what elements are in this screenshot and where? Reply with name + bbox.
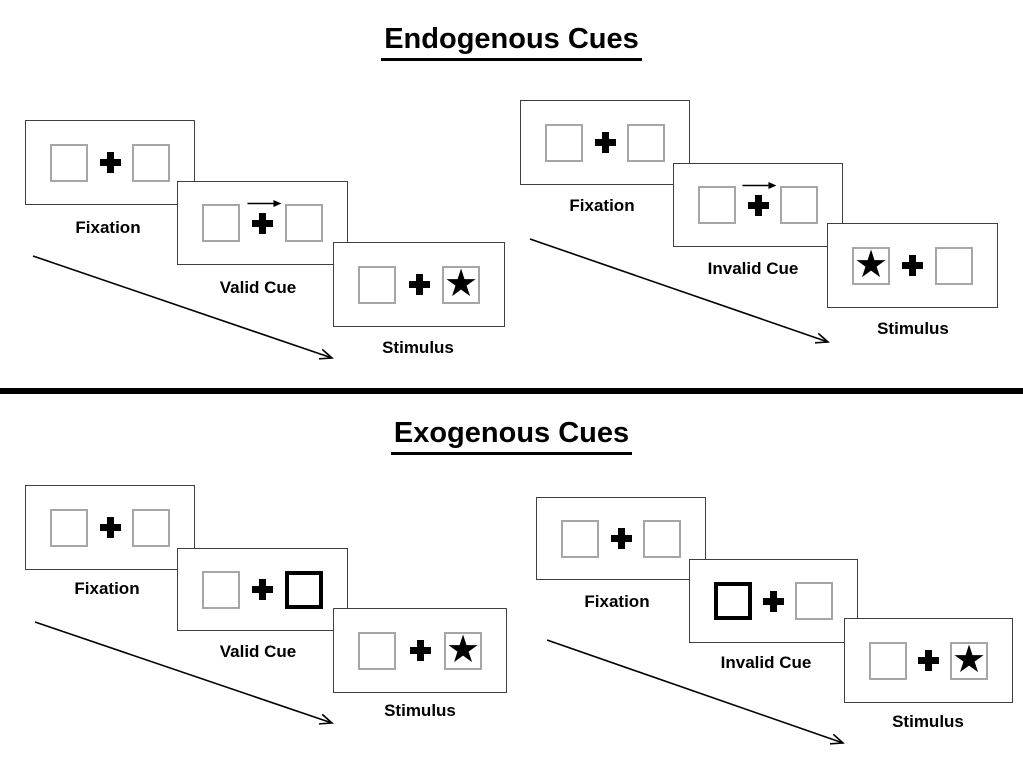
time-arrow — [34, 621, 334, 725]
cue-frame — [673, 163, 843, 247]
section-title-text: Exogenous Cues — [390, 416, 633, 455]
right-placeholder-box — [795, 582, 833, 620]
section-title-endogenous: Endogenous Cues — [0, 22, 1023, 61]
fixation-frame — [536, 497, 706, 580]
frame-label: Valid Cue — [219, 642, 297, 661]
frame-label: Fixation — [584, 592, 650, 611]
section-title-exogenous: Exogenous Cues — [0, 416, 1023, 455]
fixation-frame — [25, 485, 195, 570]
time-arrow — [32, 255, 334, 360]
frame-label: Invalid Cue — [720, 653, 812, 672]
left-placeholder-box — [561, 519, 599, 558]
right-placeholder-box — [132, 508, 170, 547]
left-placeholder-box — [869, 641, 907, 680]
fixation-cross-icon — [902, 255, 923, 276]
fixation-cross-icon — [252, 579, 273, 600]
frame-label: Stimulus — [382, 338, 454, 357]
cue-frame — [177, 181, 348, 265]
star-icon: ★ — [951, 638, 987, 681]
right-placeholder-box — [935, 246, 973, 285]
fixation-cross-icon — [747, 194, 769, 216]
right-placeholder-box — [780, 186, 818, 224]
frame-label: Stimulus — [877, 319, 949, 338]
cue-center-group — [742, 181, 777, 216]
left-placeholder-box — [358, 265, 396, 304]
right-placeholder-box — [285, 204, 323, 242]
cue-center-group — [246, 199, 281, 234]
fixation-cross-icon — [409, 640, 431, 661]
time-arrow — [546, 639, 845, 745]
star-icon: ★ — [443, 262, 479, 305]
frame-label: Stimulus — [384, 701, 456, 720]
fixation-cross-icon — [408, 274, 430, 295]
target-star-box: ★ — [442, 262, 480, 305]
left-placeholder-box — [50, 508, 88, 547]
frame-label: Stimulus — [892, 712, 964, 731]
star-icon: ★ — [853, 243, 889, 286]
fixation-cross-icon — [252, 212, 273, 234]
frame-label: Valid Cue — [219, 278, 297, 297]
left-placeholder-box — [545, 123, 583, 162]
cue-highlight-box — [714, 582, 752, 620]
frame-label: Fixation — [75, 218, 141, 237]
stimulus-frame: ★ — [844, 618, 1013, 703]
left-placeholder-box — [358, 631, 396, 670]
left-placeholder-box — [698, 186, 736, 224]
left-placeholder-box — [202, 204, 240, 242]
frame-label: Fixation — [74, 579, 140, 598]
left-placeholder-box — [50, 143, 88, 182]
right-placeholder-box — [627, 123, 665, 162]
fixation-frame — [520, 100, 690, 185]
right-placeholder-box — [132, 143, 170, 182]
right-placeholder-box — [643, 519, 681, 558]
fixation-cross-icon — [610, 528, 632, 549]
cue-direction-arrow-icon — [246, 199, 281, 207]
stimulus-frame: ★ — [333, 242, 505, 327]
section-title-text: Endogenous Cues — [381, 22, 642, 61]
star-icon: ★ — [445, 628, 481, 671]
cue-frame — [177, 548, 348, 631]
target-star-box: ★ — [852, 243, 890, 286]
section-divider — [0, 388, 1023, 394]
target-star-box: ★ — [444, 628, 482, 671]
fixation-cross-icon — [918, 650, 939, 671]
stimulus-frame: ★ — [333, 608, 507, 693]
fixation-cross-icon — [99, 517, 121, 538]
fixation-cross-icon — [594, 132, 616, 153]
cue-highlight-box — [285, 570, 323, 609]
time-arrow — [529, 238, 830, 344]
fixation-cross-icon — [763, 590, 784, 612]
left-placeholder-box — [202, 570, 240, 609]
cue-frame — [689, 559, 858, 643]
cue-direction-arrow-icon — [742, 181, 777, 189]
fixation-frame — [25, 120, 195, 205]
target-star-box: ★ — [950, 638, 988, 681]
stimulus-frame: ★ — [827, 223, 998, 308]
fixation-cross-icon — [99, 152, 121, 173]
frame-label: Invalid Cue — [707, 259, 799, 278]
frame-label: Fixation — [569, 196, 635, 215]
